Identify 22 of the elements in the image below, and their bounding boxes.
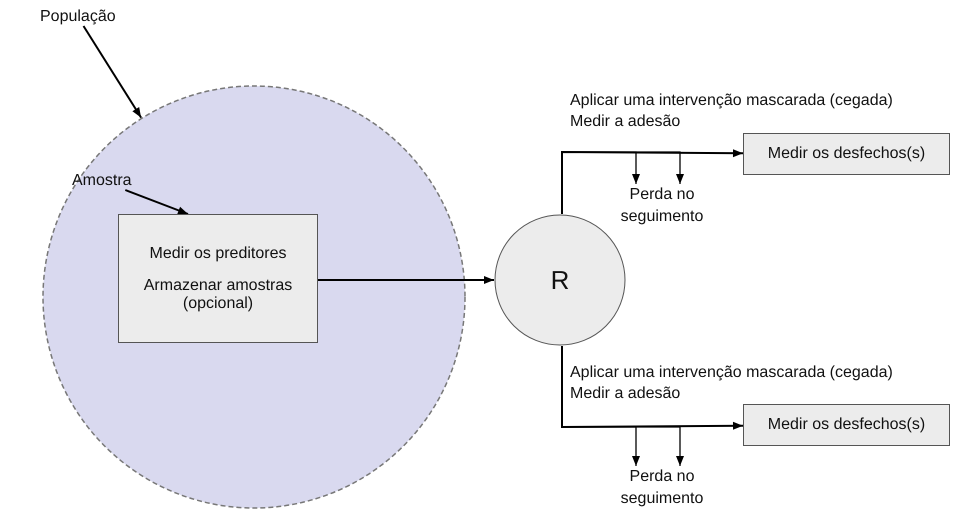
edge-label: Aplicar uma intervenção mascarada (cegada) Medir a adesão bbox=[570, 363, 894, 404]
outcome-box bbox=[743, 133, 950, 175]
text-label: Perda no seguimento bbox=[612, 184, 712, 228]
arrow bbox=[561, 151, 684, 214]
text-label: Amostra bbox=[72, 172, 132, 190]
arrow bbox=[561, 149, 743, 214]
text-label: Perda no seguimento bbox=[612, 466, 712, 510]
arrow bbox=[561, 346, 743, 430]
leader-arrow bbox=[124, 189, 188, 215]
node-text: R bbox=[550, 264, 570, 296]
process-box bbox=[118, 214, 318, 343]
outcome-box bbox=[743, 404, 950, 446]
node-text: Medir os desfechos(s) bbox=[768, 145, 926, 163]
arrow bbox=[561, 346, 684, 466]
population-circle bbox=[42, 85, 466, 509]
arrow bbox=[318, 276, 494, 284]
edge-label: Aplicar uma intervenção mascarada (cegada) Medir a adesão bbox=[570, 91, 894, 132]
text-label: População bbox=[40, 8, 116, 26]
node-text: Armazenar amostras (opcional) bbox=[142, 276, 294, 312]
leader-arrow bbox=[82, 25, 142, 118]
node-text: Medir os desfechos(s) bbox=[768, 416, 926, 434]
node-text: Medir os preditores bbox=[150, 244, 286, 262]
